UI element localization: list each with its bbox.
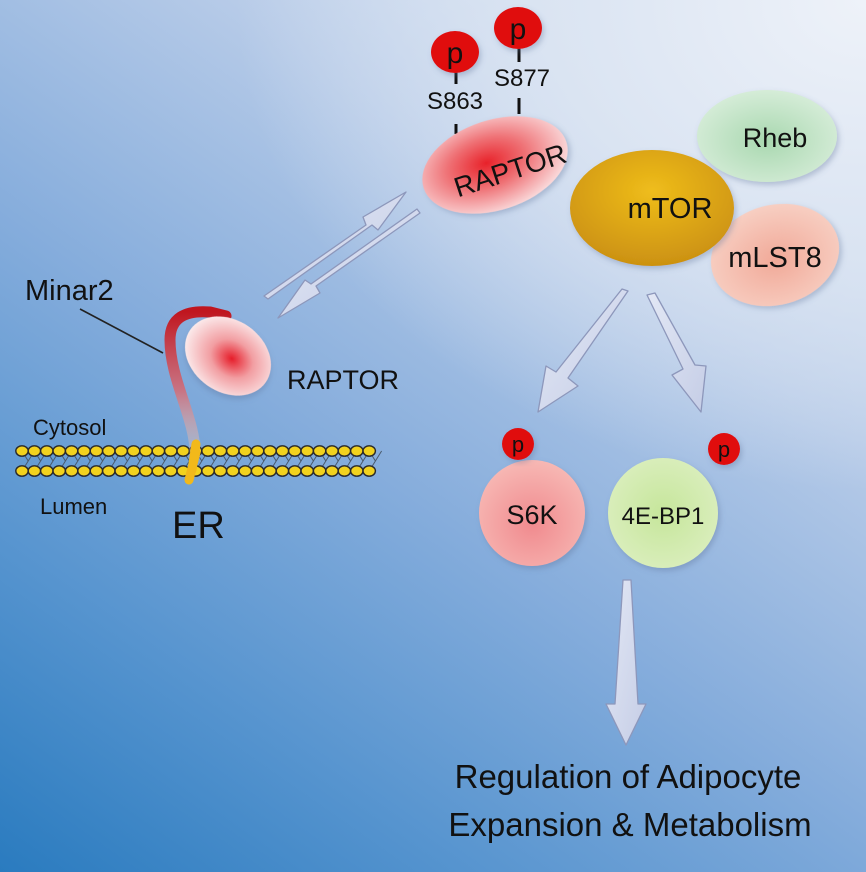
svg-text:S6K: S6K <box>506 500 557 530</box>
lipid-head-outer <box>225 445 240 457</box>
4ebp1-phospho-badge: p <box>708 433 740 465</box>
svg-text:p: p <box>510 13 527 46</box>
lipid-head-inner <box>114 465 129 477</box>
lipid-head-inner <box>250 465 265 477</box>
lipid-head-inner <box>337 465 352 477</box>
svg-text:mLST8: mLST8 <box>728 242 821 274</box>
arrow-to-outcome <box>605 579 647 746</box>
lipid-head-outer <box>89 445 104 457</box>
lumen-label: Lumen <box>40 494 107 519</box>
lipid-head-outer <box>114 445 129 457</box>
minar2-pointer-line <box>79 308 164 354</box>
lipid-head-inner <box>287 465 302 477</box>
lipid-head-outer <box>238 445 253 457</box>
phospho-badge-s877: p <box>494 7 542 49</box>
lipid-head-outer <box>337 445 352 457</box>
svg-text:Rheb: Rheb <box>743 123 808 153</box>
lipid-head-inner <box>39 465 54 477</box>
lipid-head-outer <box>39 445 54 457</box>
lipid-head-outer <box>250 445 265 457</box>
lipid-head-outer <box>213 445 228 457</box>
arrow-to-complex <box>263 191 407 300</box>
lipid-head-outer <box>201 445 215 457</box>
minar2-label: Minar2 <box>25 275 114 307</box>
svg-text:p: p <box>718 437 730 462</box>
s6k-phospho-badge: p <box>502 428 534 460</box>
lipid-head-inner <box>362 465 377 477</box>
arrow-to-4ebp1 <box>646 292 707 413</box>
lipid-head-inner <box>213 465 228 477</box>
mlst8-protein: mLST8 <box>710 203 840 307</box>
lipid-head-outer <box>362 445 377 457</box>
lipid-head-inner <box>27 465 42 477</box>
lipid-head-outer <box>52 445 67 457</box>
er-membrane <box>15 445 383 477</box>
lipid-head-inner <box>89 465 104 477</box>
rheb-protein: Rheb <box>697 90 837 182</box>
lipid-head-inner <box>77 465 91 477</box>
svg-text:p: p <box>447 37 464 70</box>
lipid-head-inner <box>52 465 67 477</box>
lipid-head-inner <box>325 465 339 477</box>
lipid-head-inner <box>238 465 253 477</box>
lipid-head-outer <box>15 445 29 457</box>
lipid-head-outer <box>139 445 153 457</box>
outcome-line-1: Regulation of Adipocyte <box>455 758 802 795</box>
lipid-head-outer <box>325 445 339 457</box>
lipid-head-inner <box>300 465 315 477</box>
lipid-head-outer <box>77 445 91 457</box>
lipid-head-outer <box>27 445 42 457</box>
svg-text:mTOR: mTOR <box>628 193 713 225</box>
lipid-head-inner <box>263 465 277 477</box>
lipid-head-inner <box>312 465 327 477</box>
lipid-head-outer <box>151 445 166 457</box>
arrow-to-er <box>277 208 421 319</box>
lipid-head-outer <box>300 445 315 457</box>
outcome-line-2: Expansion & Metabolism <box>448 806 811 843</box>
raptor-protein-complex: RAPTOR <box>422 116 570 214</box>
phospho-badge-s863: p <box>431 31 479 73</box>
lipid-head-inner <box>163 465 178 477</box>
lipid-head-outer <box>176 445 191 457</box>
lipid-head-inner <box>139 465 153 477</box>
lipid-head-outer <box>263 445 277 457</box>
raptor-protein-er <box>185 316 271 396</box>
lipid-head-outer <box>64 445 79 457</box>
lipid-head-inner <box>275 465 290 477</box>
lipid-head-outer <box>287 445 302 457</box>
s6k-protein: S6K <box>479 460 585 566</box>
lipid-head-inner <box>126 465 141 477</box>
raptor-er-label: RAPTOR <box>287 365 399 395</box>
lipid-head-inner <box>225 465 240 477</box>
er-label: ER <box>172 505 225 547</box>
minar2-protein <box>164 306 232 461</box>
arrow-to-s6k <box>537 288 629 413</box>
lipid-head-inner <box>349 465 364 477</box>
lipid-head-outer <box>101 445 116 457</box>
minar2-transmembrane-domain <box>184 439 201 485</box>
svg-text:4E-BP1: 4E-BP1 <box>622 503 705 530</box>
lipid-head-outer <box>163 445 178 457</box>
lipid-head-inner <box>64 465 79 477</box>
lipid-head-inner <box>201 465 215 477</box>
svg-text:p: p <box>512 432 524 457</box>
lipid-head-outer <box>312 445 327 457</box>
lipid-head-inner <box>101 465 116 477</box>
mtor-protein: mTOR <box>570 150 734 266</box>
lipid-head-outer <box>126 445 141 457</box>
lipid-head-outer <box>349 445 364 457</box>
lipid-head-outer <box>275 445 290 457</box>
site-label-s863: S863 <box>427 88 483 115</box>
4ebp1-protein: 4E-BP1 <box>608 458 718 568</box>
site-label-s877: S877 <box>494 65 550 92</box>
lipid-head-inner <box>151 465 166 477</box>
lipid-head-inner <box>15 465 29 477</box>
cytosol-label: Cytosol <box>33 415 106 440</box>
